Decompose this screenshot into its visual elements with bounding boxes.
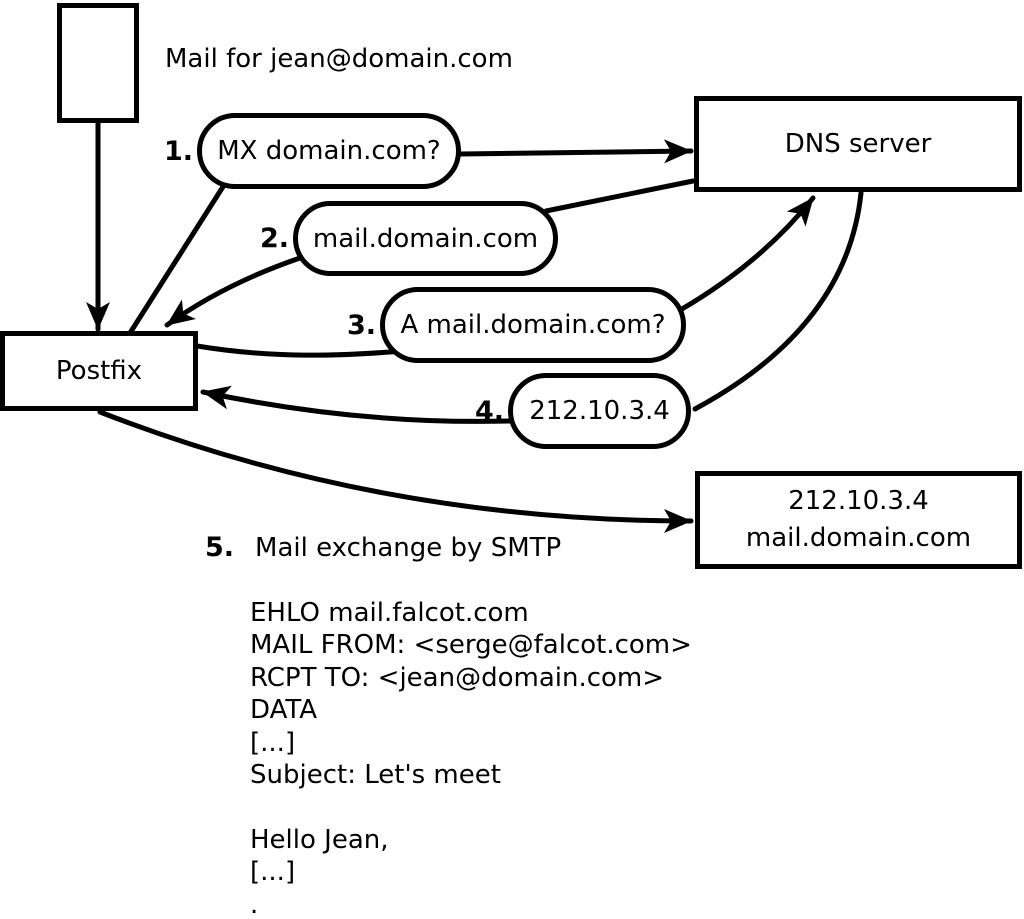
- line-dns-to-answer2: [543, 178, 696, 214]
- arrow-query3-to-dns: [679, 195, 816, 312]
- smtp-line: DATA: [250, 695, 317, 726]
- answer-a-pill: 212.10.3.4: [508, 373, 691, 449]
- mail-server-node: 212.10.3.4 mail.domain.com: [695, 471, 1022, 569]
- mail-server-ip: 212.10.3.4: [788, 486, 929, 517]
- answer-a-label: 212.10.3.4: [529, 396, 670, 426]
- step-4-number: 4.: [474, 396, 504, 427]
- step-1-number: 1.: [163, 136, 193, 167]
- arrow-smtp-to-mailserver: [97, 409, 694, 533]
- smtp-session-text: EHLO mail.falcot.com MAIL FROM: <serge@f…: [250, 597, 692, 919]
- step-2-number: 2.: [259, 223, 289, 254]
- query-mx-label: MX domain.com?: [217, 136, 441, 166]
- smtp-line: EHLO mail.falcot.com: [250, 598, 529, 628]
- arrow-query1-to-dns: [457, 139, 694, 164]
- query-a-label: A mail.domain.com?: [400, 310, 666, 340]
- mail-for-note: Mail for jean@domain.com: [165, 44, 513, 74]
- line-postfix-to-query3: [194, 343, 418, 358]
- smtp-line: .: [250, 889, 259, 919]
- step-5-label: Mail exchange by SMTP: [255, 533, 562, 563]
- postfix-node: Postfix: [0, 331, 198, 411]
- query-mx-pill: MX domain.com?: [197, 113, 461, 189]
- line-dns-to-answer4: [692, 190, 864, 412]
- step-5-number: 5.: [205, 532, 235, 563]
- arrow-answer2-to-postfix: [164, 255, 303, 328]
- smtp-line: RCPT TO: <jean@domain.com>: [250, 662, 665, 693]
- mail-message-icon: [57, 3, 139, 123]
- smtp-line: [...]: [250, 727, 296, 758]
- smtp-line: MAIL FROM: <serge@falcot.com>: [250, 630, 692, 661]
- mail-server-hostname: mail.domain.com: [745, 523, 972, 553]
- step-5-row: 5. Mail exchange by SMTP: [205, 532, 561, 563]
- smtp-line: Subject: Let's meet: [250, 759, 501, 790]
- smtp-line: [...]: [250, 857, 296, 888]
- answer-mx-pill: mail.domain.com: [293, 201, 558, 276]
- dns-server-label: DNS server: [784, 129, 932, 159]
- smtp-line: [250, 791, 692, 823]
- smtp-line: Hello Jean,: [250, 824, 389, 855]
- step-3-number: 3.: [346, 310, 376, 341]
- postfix-label: Postfix: [55, 356, 143, 386]
- line-postfix-to-query1: [127, 179, 229, 336]
- dns-server-node: DNS server: [694, 96, 1022, 192]
- query-a-pill: A mail.domain.com?: [380, 287, 686, 363]
- arrow-answer4-to-postfix: [200, 385, 513, 424]
- answer-mx-label: mail.domain.com: [312, 223, 539, 254]
